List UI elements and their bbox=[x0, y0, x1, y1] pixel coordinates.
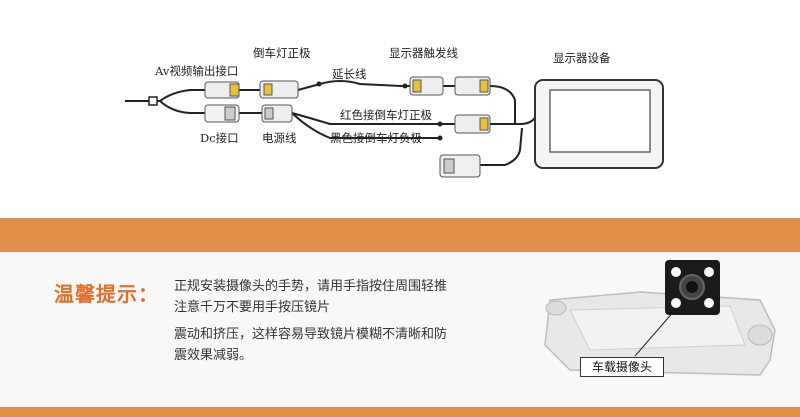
wiring-diagram-area: 倒车灯正极 显示器触发线 显示器设备 Av视频输出接口 延长线 红色接倒车灯正极… bbox=[125, 46, 664, 178]
label-trigger-wire: 显示器触发线 bbox=[389, 46, 458, 60]
camera-label: 车载摄像头 bbox=[580, 357, 664, 377]
tip-title: 温馨提示： bbox=[54, 282, 159, 306]
label-dc: Dc接口 bbox=[200, 131, 239, 145]
label-black-wire: 黑色接倒车灯负极 bbox=[330, 131, 422, 145]
label-av-output: Av视频输出接口 bbox=[155, 64, 239, 78]
black-wire bbox=[291, 112, 440, 139]
tip-line-3: 震动和挤压，这样容易导致镜片模糊不清晰和防 bbox=[174, 327, 448, 342]
tip-line-2: 注意千万不要用手按压镜片 bbox=[174, 300, 331, 315]
red-connector bbox=[454, 114, 491, 134]
display-device bbox=[534, 79, 664, 169]
label-display-device: 显示器设备 bbox=[553, 51, 611, 65]
callout-line bbox=[634, 309, 676, 357]
led-icon bbox=[671, 267, 681, 277]
av-connector bbox=[204, 81, 240, 99]
power-connector bbox=[261, 104, 293, 123]
led-icon bbox=[704, 298, 714, 308]
label-power: 电源线 bbox=[262, 131, 297, 145]
extension-wire bbox=[297, 80, 410, 91]
led-icon bbox=[671, 298, 681, 308]
extension-connector-2 bbox=[454, 76, 491, 96]
label-extension: 延长线 bbox=[332, 67, 367, 81]
camera-illustration bbox=[544, 260, 776, 376]
wiring-diagram bbox=[125, 76, 664, 178]
label-reverse-positive: 倒车灯正极 bbox=[253, 46, 311, 60]
junction-node bbox=[148, 96, 158, 106]
dc-input-connector bbox=[439, 154, 481, 178]
dc-connector bbox=[204, 104, 240, 123]
extension-connector-1 bbox=[409, 76, 444, 96]
led-icon bbox=[704, 267, 714, 277]
tip-line-4: 震效果减弱。 bbox=[174, 348, 253, 363]
tip-line-1: 正规安装摄像头的手势，请用手指按住周围轻推 bbox=[174, 279, 448, 294]
dc-wire bbox=[159, 100, 205, 114]
red-wire bbox=[291, 112, 455, 125]
reverse-light-connector bbox=[259, 80, 299, 99]
label-red-wire: 红色接倒车灯正极 bbox=[340, 108, 432, 122]
av-wire bbox=[159, 89, 205, 102]
trigger-wire bbox=[489, 85, 516, 125]
